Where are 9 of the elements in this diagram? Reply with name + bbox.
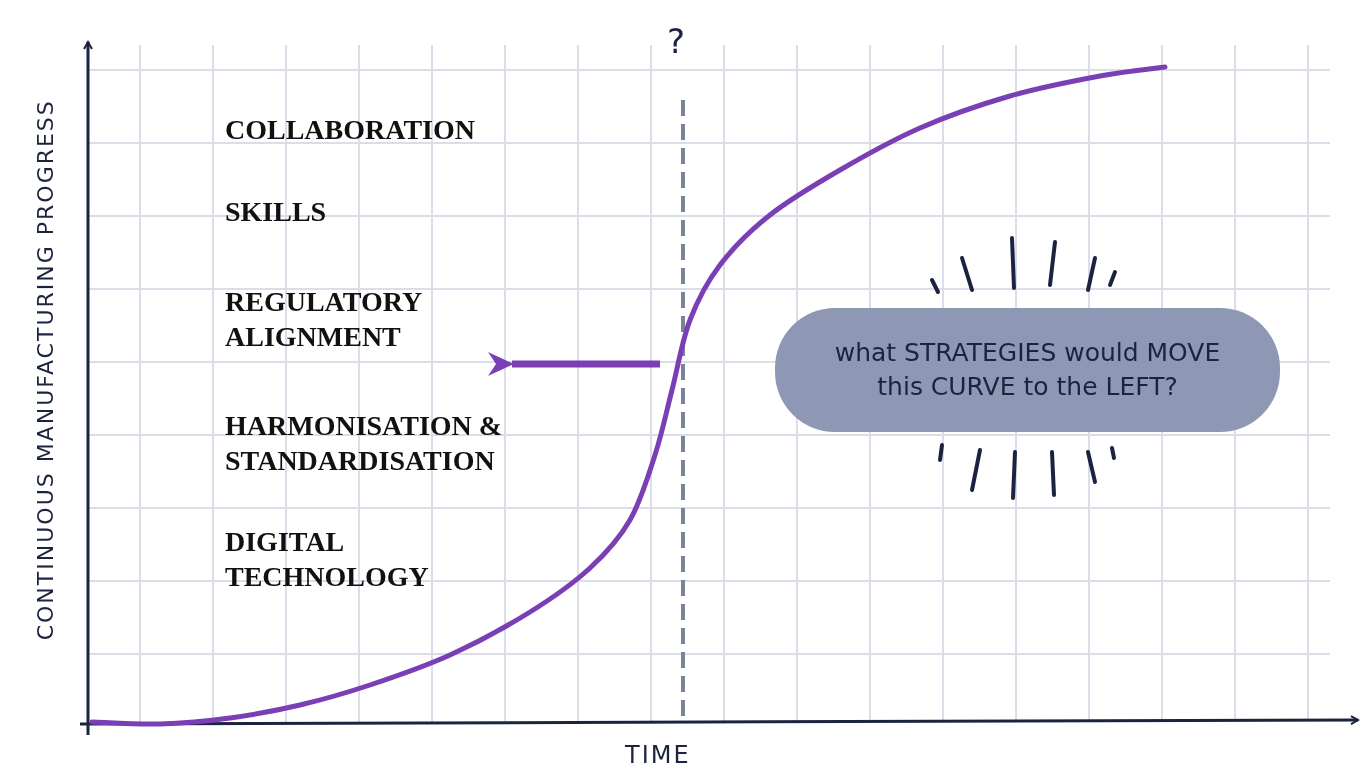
strategy-label: COLLABORATION — [225, 113, 476, 147]
question-mark: ? — [667, 20, 688, 63]
strategy-label: HARMONISATION & STANDARDISATION — [225, 409, 504, 478]
strategy-label: DIGITAL TECHNOLOGY — [225, 525, 430, 594]
question-text: what STRATEGIES would MOVE this CURVE to the LEFT? — [833, 337, 1222, 403]
y-axis-title: CONTINUOUS MANUFACTURING PROGRESS — [31, 99, 59, 641]
x-axis-title: TIME — [625, 740, 691, 770]
strategy-label: REGULATORY ALIGNMENT — [225, 285, 423, 354]
strategy-label: SKILLS — [225, 195, 328, 229]
